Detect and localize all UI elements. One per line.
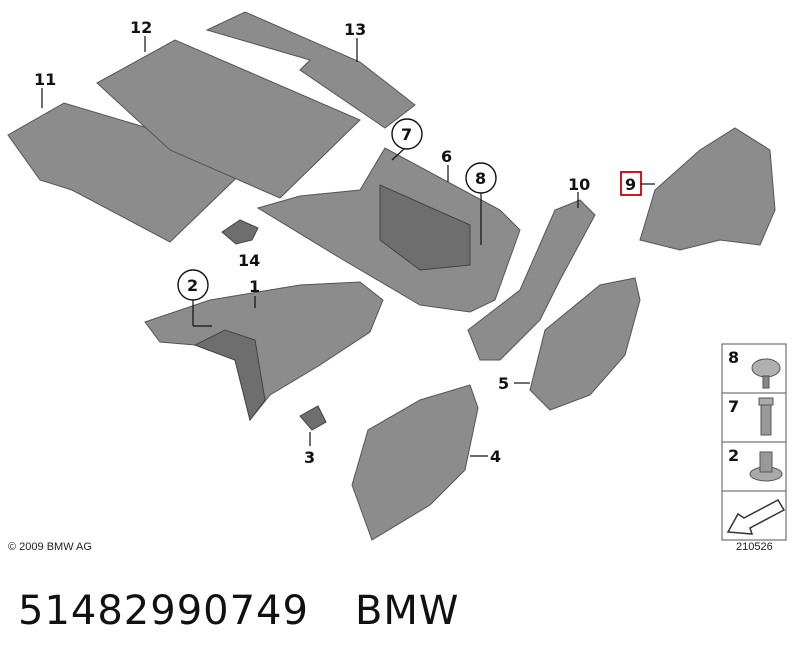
part-1-inner-surface	[193, 329, 266, 422]
direction-arrow-icon	[726, 499, 786, 535]
part-14-pad	[221, 219, 259, 245]
callout-11: 11	[34, 70, 56, 89]
callout-7: 7	[401, 125, 412, 144]
callout-9: 9	[625, 175, 636, 194]
legend-number-7: 7	[728, 397, 739, 416]
legend-number-8: 8	[728, 348, 739, 367]
callout-8: 8	[475, 169, 486, 188]
part-number: 51482990749	[18, 588, 309, 634]
callout-14: 14	[238, 251, 260, 270]
callout-4: 4	[490, 447, 501, 466]
part-6-inner-surface	[379, 184, 471, 271]
nut-2-top-icon	[759, 451, 773, 473]
part-13-trunk-mat-rear	[205, 11, 416, 129]
part-12-trunk-mat-center	[96, 39, 361, 199]
callout-6: 6	[441, 147, 452, 166]
callout-1: 1	[249, 277, 260, 296]
clip-8-icon	[751, 358, 781, 378]
part-10-side-trim	[467, 199, 596, 361]
drawing-number: 210526	[736, 541, 773, 553]
clip-8-stem-icon	[762, 375, 770, 389]
screw-7-shank-icon	[760, 404, 772, 436]
parts-diagram: 11 12 13 14 6 7 8 10 9 5 4 1 2 3	[7, 11, 787, 541]
callout-10: 10	[568, 175, 590, 194]
part-4-side-panel	[351, 384, 479, 541]
legend-number-2: 2	[728, 446, 739, 465]
callout-3: 3	[304, 448, 315, 467]
callout-2: 2	[187, 276, 198, 295]
part-9-bracket	[639, 127, 776, 251]
copyright-notice: © 2009 BMW AG	[8, 541, 92, 553]
part-3-small-bracket	[299, 405, 327, 431]
part-11-trunk-floor-mat	[7, 102, 256, 243]
callout-13: 13	[344, 20, 366, 39]
brand-name: BMW	[354, 588, 460, 634]
screw-7-icon	[758, 397, 774, 406]
fastener-legend: 8 7 2	[721, 343, 787, 541]
callout-12: 12	[130, 18, 152, 37]
footer-caption: 51482990749 BMW	[18, 588, 459, 634]
callout-7-circle	[391, 118, 423, 150]
callout-5: 5	[498, 374, 509, 393]
part-5-side-panel	[529, 277, 641, 411]
